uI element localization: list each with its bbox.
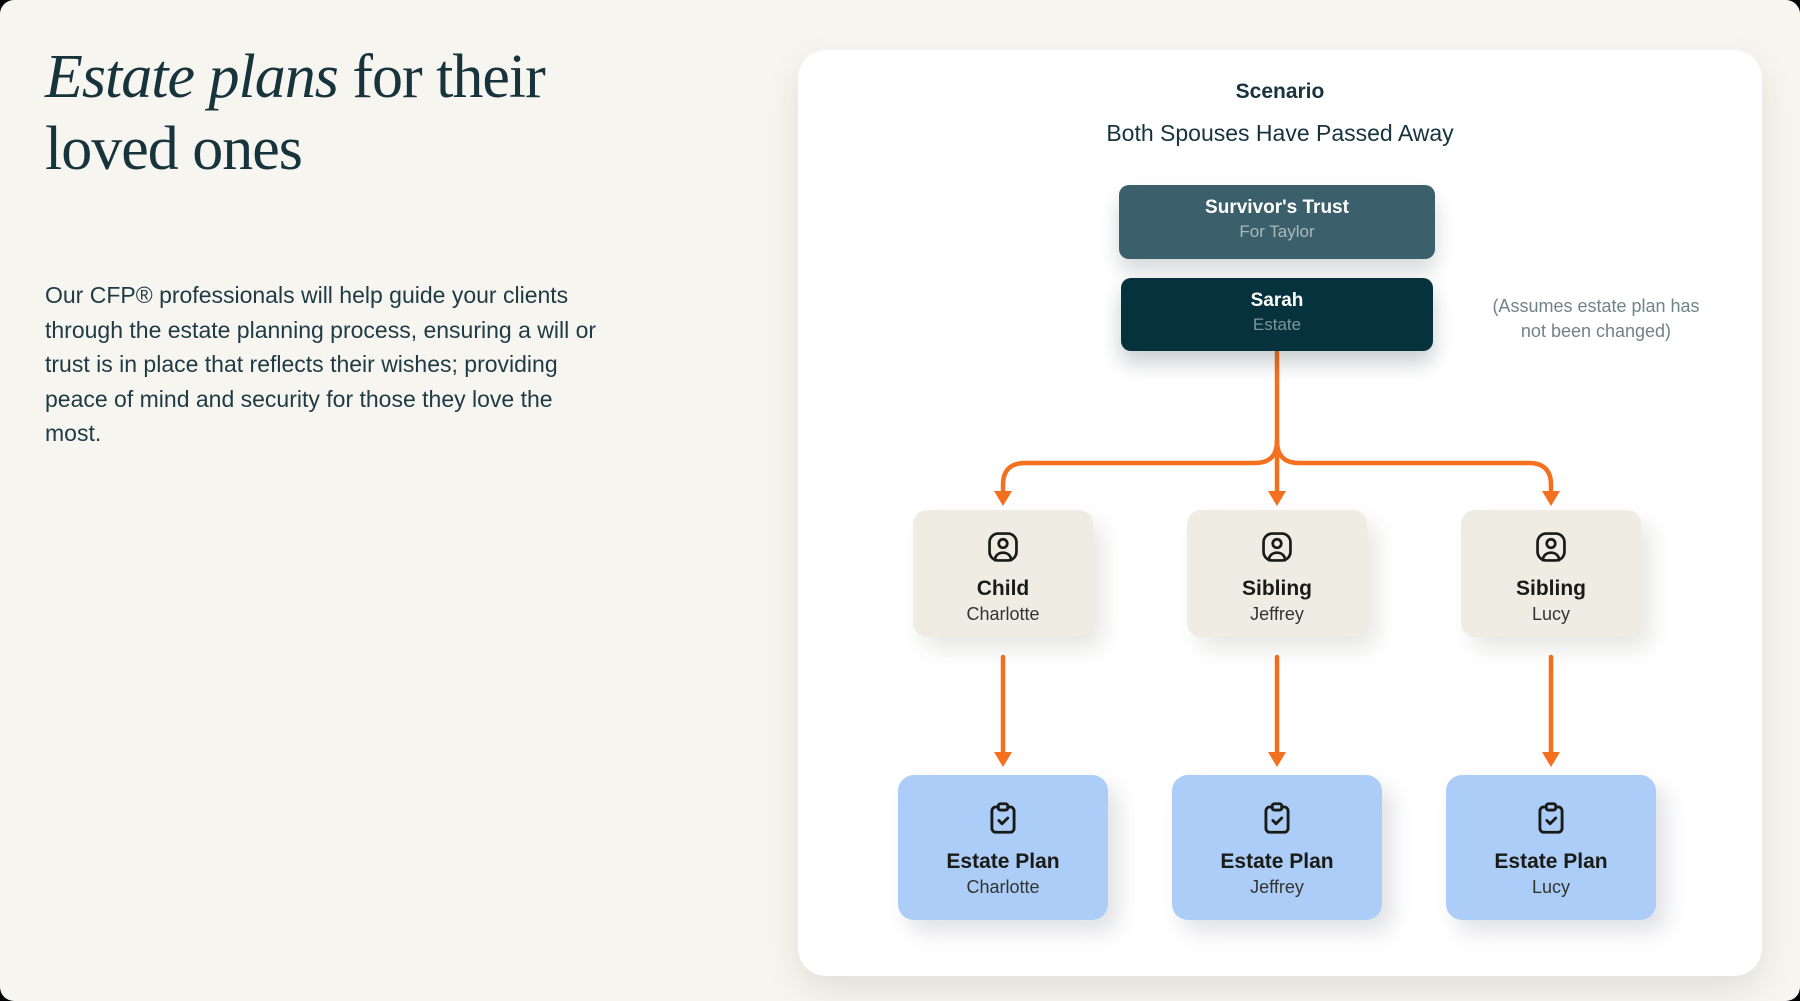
page-title-line1: Estate plans for their xyxy=(45,42,705,114)
intro-paragraph: Our CFP® professionals will help guide y… xyxy=(45,282,597,446)
estate-plan-title: Estate Plan xyxy=(1220,850,1334,873)
heir-name: Charlotte xyxy=(966,604,1040,624)
sarah-estate-node: Sarah Estate xyxy=(1121,278,1433,351)
user-icon xyxy=(984,532,1022,570)
assumption-note: (Assumes estate plan has not been change… xyxy=(1436,294,1756,344)
user-icon xyxy=(1532,532,1570,570)
heir-node-charlotte: Child Charlotte xyxy=(913,510,1093,637)
survivors-trust-title: Survivor's Trust xyxy=(1205,197,1349,218)
page-title-line2: loved ones xyxy=(45,114,303,183)
scenario-subtitle: Both Spouses Have Passed Away xyxy=(1106,120,1454,146)
sarah-estate-subtitle: Estate xyxy=(1252,315,1302,334)
heir-name: Jeffrey xyxy=(1250,604,1304,624)
assumption-note-line2: not been changed) xyxy=(1520,321,1672,342)
estate-plan-name: Lucy xyxy=(1531,877,1571,897)
estate-plan-name: Jeffrey xyxy=(1250,877,1304,897)
page-title-italic: Estate plans xyxy=(45,43,339,111)
scenario-card: Scenario Both Spouses Have Passed Away S… xyxy=(798,50,1762,976)
clipboard-check-icon xyxy=(1532,802,1570,841)
sarah-estate-title: Sarah xyxy=(1250,290,1304,311)
assumption-note-line1: (Assumes estate plan has xyxy=(1492,296,1700,316)
page-title-line1-rest: for their xyxy=(337,43,545,111)
heir-role: Child xyxy=(976,577,1030,600)
survivors-trust-node: Survivor's Trust For Taylor xyxy=(1119,185,1435,259)
estate-plan-title: Estate Plan xyxy=(1494,850,1608,873)
heir-role: Sibling xyxy=(1242,577,1312,600)
estate-plan-title: Estate Plan xyxy=(946,850,1060,873)
estate-plan-name: Charlotte xyxy=(966,877,1040,897)
heir-role: Sibling xyxy=(1516,577,1586,600)
heir-node-jeffrey: Sibling Jeffrey xyxy=(1187,510,1367,637)
estate-plan-node-jeffrey: Estate Plan Jeffrey xyxy=(1172,775,1382,920)
heir-name: Lucy xyxy=(1531,604,1571,624)
clipboard-check-icon xyxy=(1258,802,1296,841)
page-title: Estate plans for their loved ones xyxy=(45,42,705,186)
user-icon xyxy=(1258,532,1296,570)
estate-plan-node-charlotte: Estate Plan Charlotte xyxy=(898,775,1108,920)
heir-node-lucy: Sibling Lucy xyxy=(1461,510,1641,637)
estate-plan-node-lucy: Estate Plan Lucy xyxy=(1446,775,1656,920)
survivors-trust-subtitle: For Taylor xyxy=(1239,222,1315,241)
scenario-title: Scenario xyxy=(1235,80,1325,103)
clipboard-check-icon xyxy=(984,802,1022,841)
